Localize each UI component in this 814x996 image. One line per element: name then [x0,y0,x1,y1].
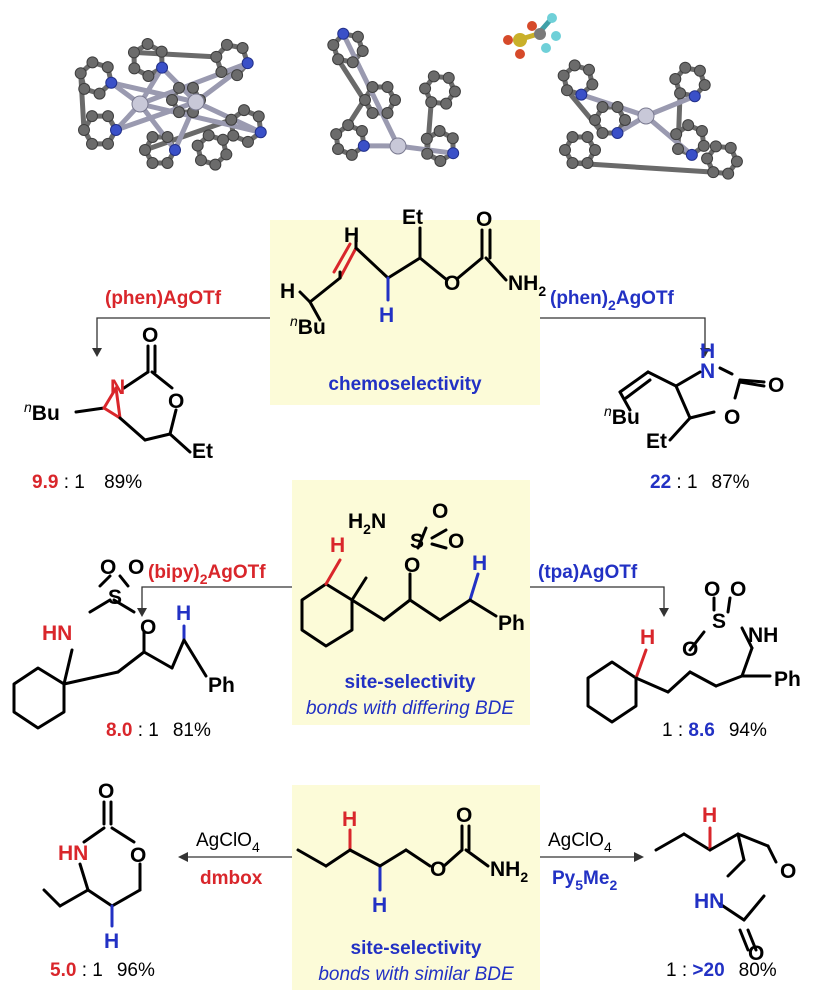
svg-text:O: O [704,578,720,601]
left-ligand-3: dmbox [200,868,263,889]
svg-text:H: H [700,340,715,363]
svg-text:Et: Et [192,440,213,463]
svg-text:S: S [712,610,726,633]
svg-text:Ph: Ph [498,612,525,635]
svg-text:H: H [342,808,357,831]
svg-text:NH: NH [748,624,778,647]
arrow-left-2 [141,586,292,610]
left-catalyst-2: (bipy)2AgOTf [148,562,266,587]
svg-text:nBu: nBu [290,313,326,339]
svg-text:N: N [110,376,125,399]
svg-text:H: H [280,280,295,303]
svg-text:O: O [780,860,796,883]
left-catalyst-1: (phen)AgOTf [105,288,222,309]
svg-text:H2N: H2N [348,510,386,537]
substrate-allyl-carbamate [298,226,508,322]
svg-text:Et: Et [646,430,667,453]
svg-text:HN: HN [58,842,88,865]
svg-text:O: O [430,858,446,881]
right-reagent-3: AgClO4 [548,830,612,855]
substrate-box-3 [292,785,540,990]
crystal-structure-1 [74,38,267,171]
svg-text:N: N [700,360,715,383]
svg-text:nBu: nBu [24,399,60,425]
svg-text:O: O [448,530,464,553]
arrow-right-1 [540,317,706,350]
arrow-left-1 [96,317,270,350]
oxazolidinone-product [618,366,766,442]
svg-text:H: H [104,930,119,953]
svg-text:H: H [702,804,717,827]
svg-text:HN: HN [42,622,72,645]
triflate-anion [503,13,561,59]
svg-text:O: O [404,554,420,577]
svg-text:O: O [682,638,698,661]
arrow-right-2 [530,586,665,610]
svg-text:NH2: NH2 [508,272,546,299]
svg-text:NH2: NH2 [490,858,528,885]
svg-text:O: O [100,556,116,579]
svg-text:H: H [640,626,655,649]
site-selectivity-label-2: site-selectivity [351,938,482,959]
ratio-left-1: 9.9 : 1 89% [32,472,142,493]
substrate-sulfamate [300,526,498,648]
svg-text:Et: Et [402,206,423,229]
svg-text:O: O [130,844,146,867]
chemoselectivity-label: chemoselectivity [328,374,482,395]
aziridine-product [74,344,192,454]
bde-sublabel-2: bonds with similar BDE [318,964,514,985]
svg-text:O: O [168,390,184,413]
crystal-structure-2 [327,27,461,167]
svg-text:O: O [724,406,740,429]
spirocyclic-sulfamidate-product [12,574,208,730]
svg-text:O: O [748,942,764,965]
svg-text:H: H [176,602,191,625]
svg-text:O: O [476,208,492,231]
substrate-box-2 [292,480,530,725]
svg-text:H: H [379,304,394,327]
svg-text:O: O [140,616,156,639]
svg-text:O: O [128,556,144,579]
svg-text:O: O [432,500,448,523]
svg-text:O: O [456,804,472,827]
right-catalyst-1: (phen)2AgOTf [550,288,675,313]
oxazolidinone-product-2 [654,826,778,952]
right-ligand-3: Py5Me2 [552,868,617,893]
svg-text:S: S [108,586,122,609]
svg-text:O: O [768,374,784,397]
substrate-pentyl-carbamate [296,824,490,892]
six-membered-sulfamidate-product [586,596,772,724]
svg-text:O: O [730,578,746,601]
site-selectivity-label-1: site-selectivity [345,672,476,693]
svg-text:O: O [98,780,114,803]
left-reagent-3: AgClO4 [196,830,260,855]
svg-text:H: H [330,534,345,557]
svg-text:nBu: nBu [604,403,640,429]
svg-text:Ph: Ph [774,668,801,691]
svg-text:Ph: Ph [208,674,235,697]
svg-text:O: O [444,272,460,295]
crystal-structure-3 [557,59,743,180]
bde-sublabel-1: bonds with differing BDE [306,698,514,719]
svg-text:H: H [344,224,359,247]
svg-text:H: H [472,552,487,575]
svg-text:HN: HN [694,890,724,913]
right-catalyst-2: (tpa)AgOTf [538,562,638,583]
oxazinanone-product [42,800,142,928]
svg-text:S: S [410,530,424,553]
svg-text:H: H [372,894,387,917]
svg-text:O: O [142,324,158,347]
